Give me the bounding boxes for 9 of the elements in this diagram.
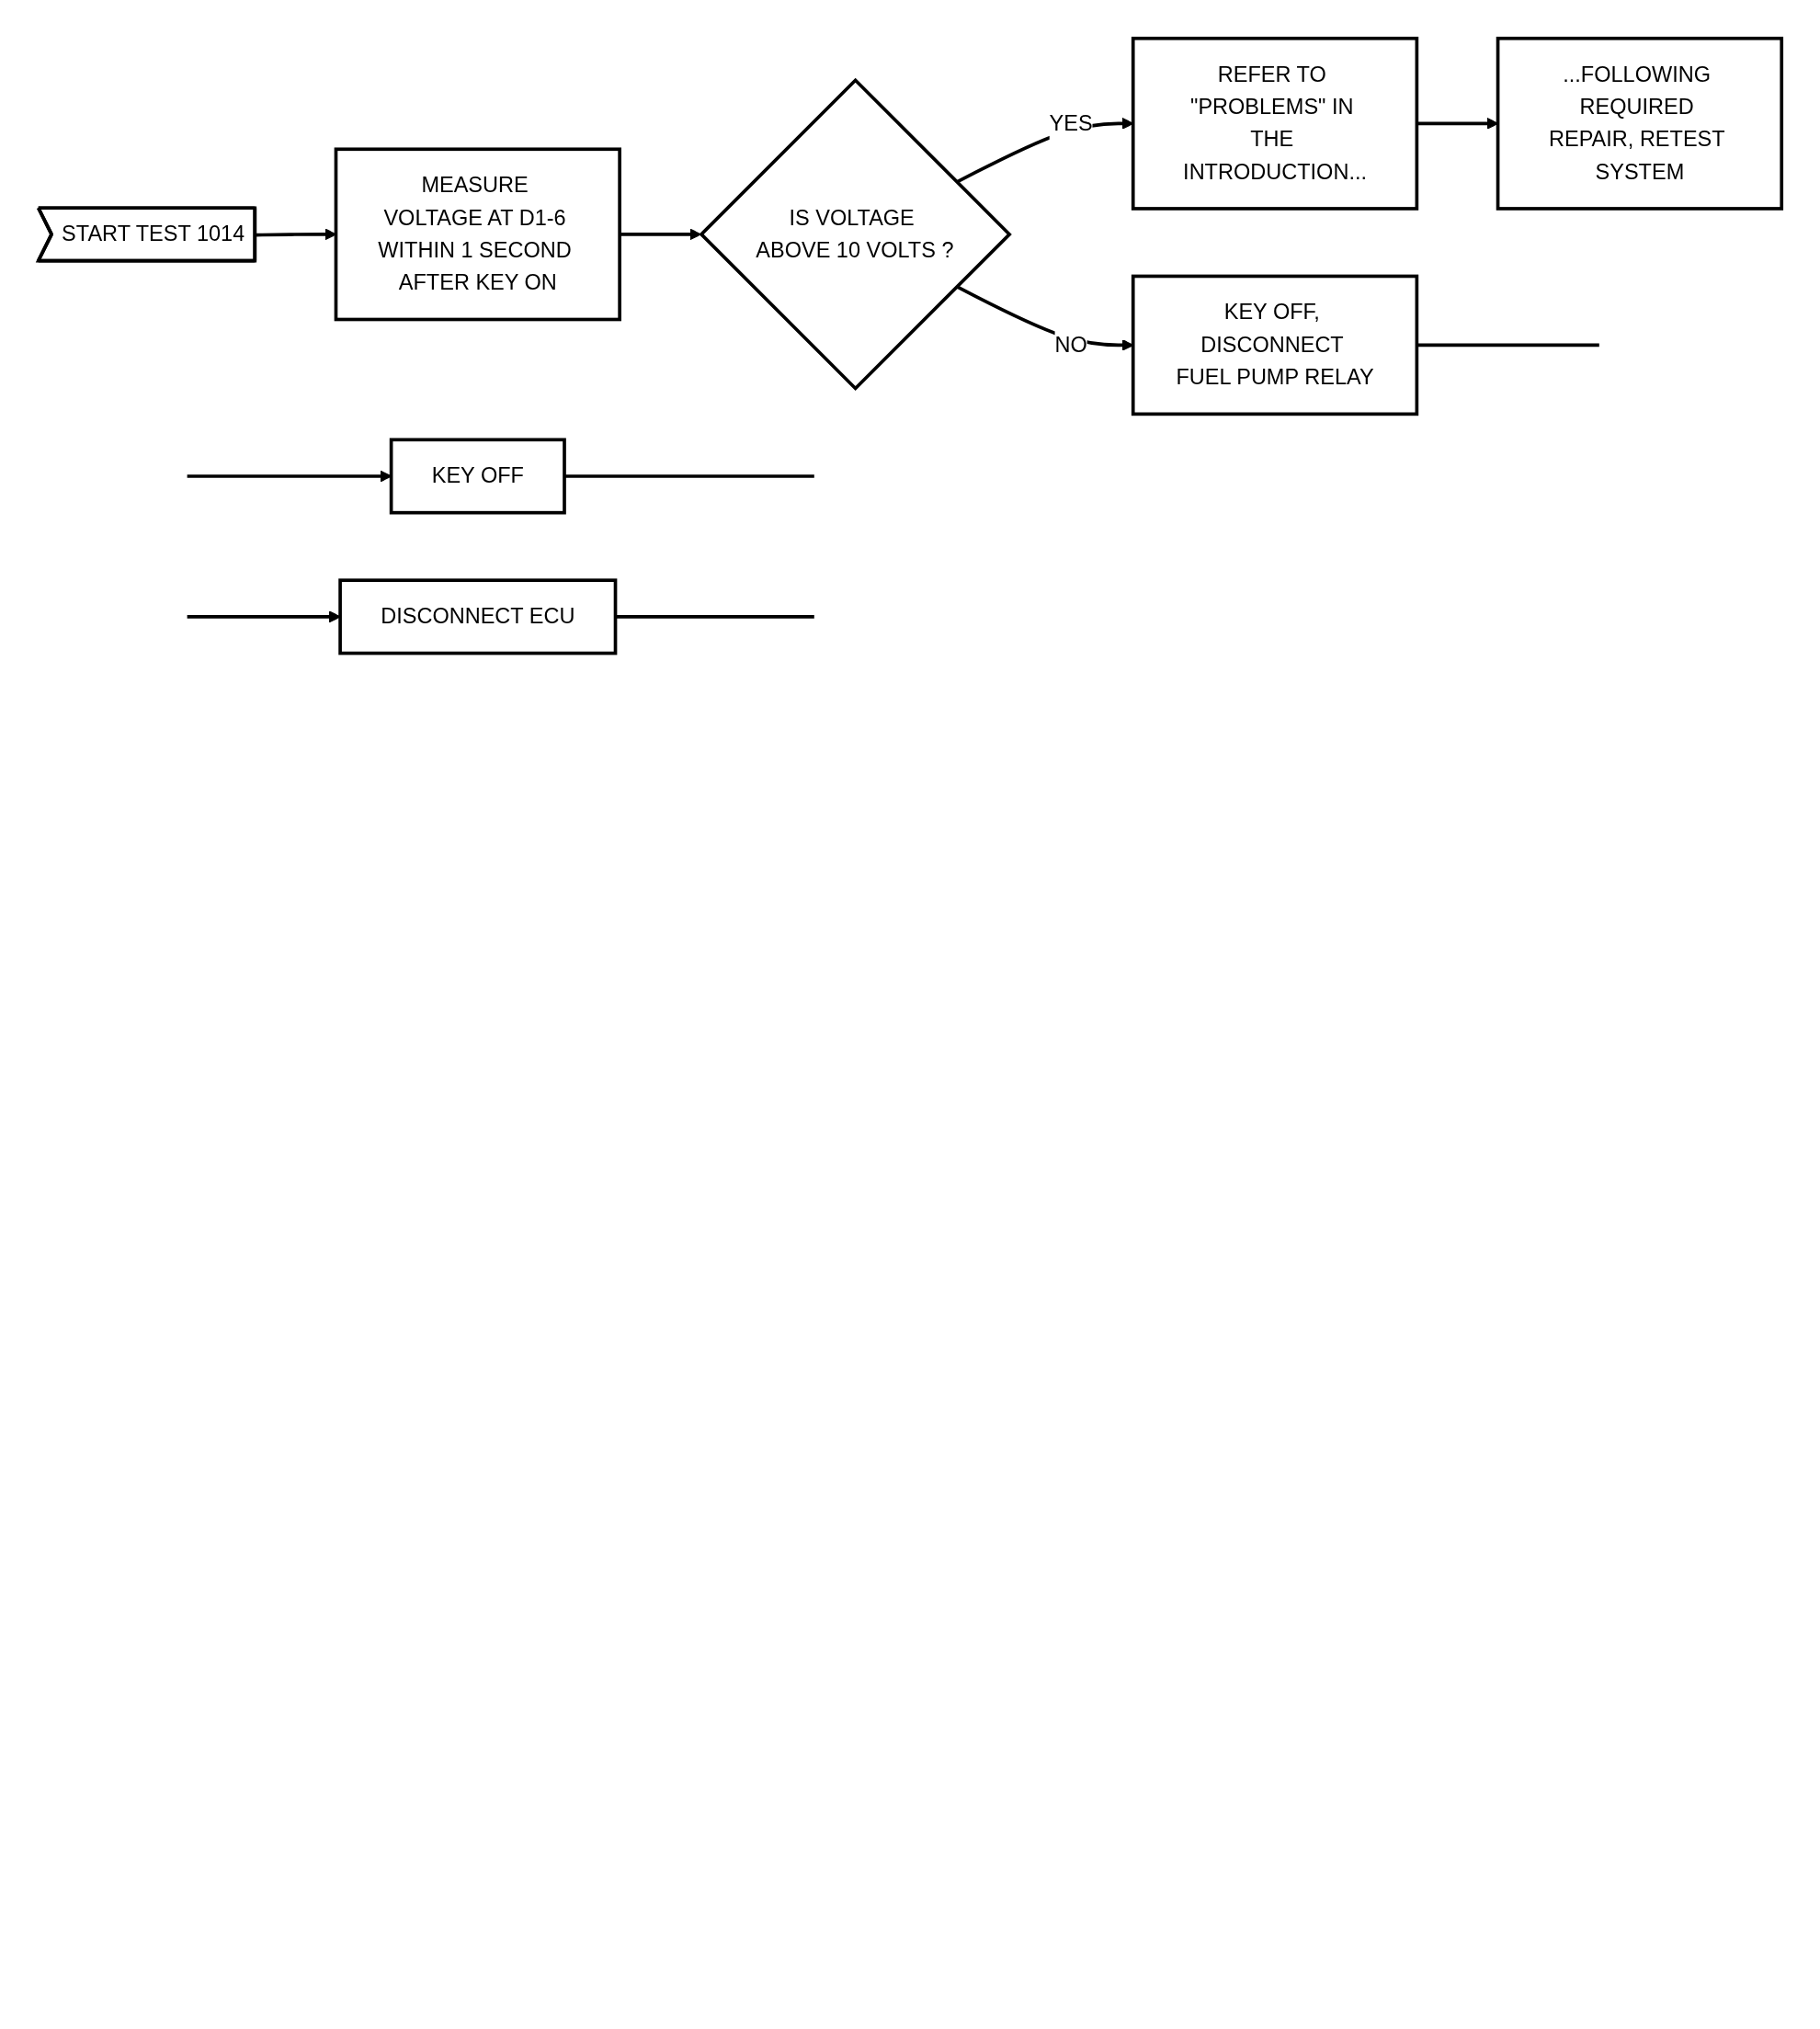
node-box: DISCONNECT ECU bbox=[338, 578, 618, 655]
node-box: MEASURE VOLTAGE AT D1-6 WITHIN 1 SECOND AFTER KEY ON bbox=[334, 147, 621, 322]
node-box: REFER TO "PROBLEMS" IN THE INTRODUCTION... bbox=[1131, 36, 1419, 211]
edge-label: NO bbox=[1054, 333, 1087, 357]
node-box: ...FOLLOWING REQUIRED REPAIR, RETEST SYSTEM bbox=[1496, 36, 1784, 211]
node-box: KEY OFF, DISCONNECT FUEL PUMP RELAY bbox=[1131, 274, 1419, 416]
node-box: KEY OFF bbox=[389, 438, 566, 515]
node-diamond: IS VOLTAGE ABOVE 10 VOLTS ? bbox=[699, 77, 1012, 392]
edge-label: YES bbox=[1049, 111, 1093, 135]
